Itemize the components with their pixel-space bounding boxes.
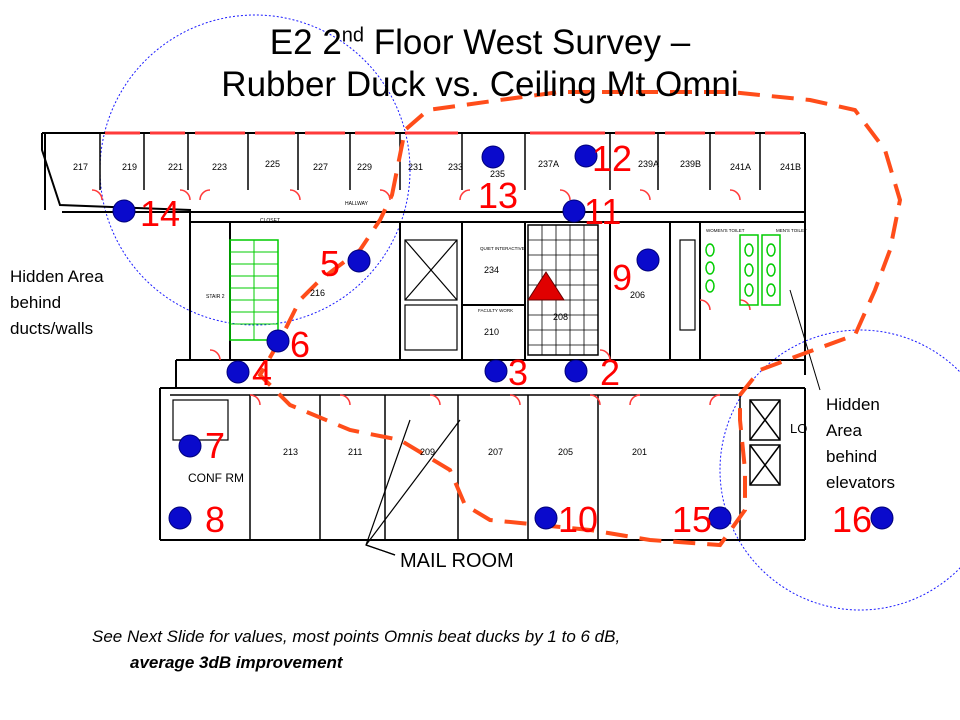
mail-room-label: MAIL ROOM xyxy=(400,550,514,572)
svg-text:219: 219 xyxy=(122,162,137,172)
survey-point-label-7: 7 xyxy=(205,425,226,466)
svg-text:WOMEN'S TOILET: WOMEN'S TOILET xyxy=(706,228,745,233)
svg-text:206: 206 xyxy=(630,290,645,300)
survey-point-marker-icon[interactable] xyxy=(226,360,250,384)
closets xyxy=(172,239,696,441)
svg-text:CONF RM: CONF RM xyxy=(188,471,244,485)
survey-point-marker-icon[interactable] xyxy=(564,359,588,383)
survey-point-label-2: 2 xyxy=(600,352,621,393)
survey-point-markers xyxy=(112,144,894,530)
survey-point-label-9: 9 xyxy=(612,257,633,298)
svg-text:241B: 241B xyxy=(780,162,801,172)
survey-point-label-15: 15 xyxy=(672,499,713,540)
svg-text:227: 227 xyxy=(313,162,328,172)
survey-point-label-8: 8 xyxy=(205,499,226,540)
svg-text:CLOSET: CLOSET xyxy=(260,218,280,224)
title-sup: nd xyxy=(341,24,365,46)
survey-point-marker-icon[interactable] xyxy=(266,329,290,353)
survey-point-label-12: 12 xyxy=(592,138,633,179)
note-line: Hidden Area xyxy=(10,267,104,286)
svg-text:210: 210 xyxy=(484,327,499,337)
svg-text:STAIR 2: STAIR 2 xyxy=(206,294,225,300)
svg-text:229: 229 xyxy=(357,162,372,172)
svg-text:221: 221 xyxy=(168,162,183,172)
note-line: ducts/walls xyxy=(10,319,94,338)
note-line: Hidden xyxy=(826,395,880,414)
svg-text:HALLWAY: HALLWAY xyxy=(345,201,369,207)
svg-text:207: 207 xyxy=(488,447,503,457)
survey-point-marker-icon[interactable] xyxy=(636,248,660,272)
svg-text:205: 205 xyxy=(558,447,573,457)
svg-text:LO: LO xyxy=(790,421,807,436)
survey-point-marker-icon[interactable] xyxy=(574,144,598,168)
survey-point-marker-icon[interactable] xyxy=(347,249,371,273)
svg-text:223: 223 xyxy=(212,162,227,172)
survey-point-marker-icon[interactable] xyxy=(562,199,586,223)
survey-point-marker-icon[interactable] xyxy=(534,506,558,530)
note-line: behind xyxy=(10,293,62,312)
survey-point-label-16: 16 xyxy=(832,499,873,540)
title-line2: Rubber Duck vs. Ceiling Mt Omni xyxy=(221,64,739,104)
svg-text:217: 217 xyxy=(73,162,88,172)
svg-text:239A: 239A xyxy=(638,159,659,169)
survey-point-label-13: 13 xyxy=(478,175,519,216)
survey-point-marker-icon[interactable] xyxy=(178,434,202,458)
access-point-triangle-icon xyxy=(527,271,565,301)
door-swings xyxy=(91,189,751,406)
elevator-note-leader xyxy=(789,289,821,391)
svg-text:213: 213 xyxy=(283,447,298,457)
survey-point-marker-icon[interactable] xyxy=(481,145,505,169)
footer-line2: average 3dB improvement xyxy=(130,653,343,672)
note-line: elevators xyxy=(826,473,895,492)
svg-text:209: 209 xyxy=(420,447,435,457)
svg-text:QUIET INTERACTIVE: QUIET INTERACTIVE xyxy=(480,246,525,251)
survey-point-marker-icon[interactable] xyxy=(168,506,192,530)
svg-text:237A: 237A xyxy=(538,159,559,169)
svg-text:FACULTY WORK: FACULTY WORK xyxy=(478,308,513,313)
title-prefix: E2 2 xyxy=(269,22,342,62)
svg-text:211: 211 xyxy=(348,447,362,457)
svg-text:MEN'S TOILET: MEN'S TOILET xyxy=(776,228,807,233)
title-line1: E2 2nd Floor West Survey – xyxy=(270,23,690,62)
footer-line1: See Next Slide for values, most points O… xyxy=(92,627,621,646)
page-title: E2 2nd Floor West Survey – Rubber Duck v… xyxy=(0,14,960,106)
note-line: behind xyxy=(826,447,878,466)
svg-text:201: 201 xyxy=(632,447,647,457)
mail-room-leaders xyxy=(365,419,461,556)
svg-text:241A: 241A xyxy=(730,162,751,172)
survey-point-marker-icon[interactable] xyxy=(112,199,136,223)
survey-point-label-3: 3 xyxy=(508,352,529,393)
survey-point-label-5: 5 xyxy=(320,243,341,284)
svg-text:208: 208 xyxy=(553,312,568,322)
toilet-fixtures xyxy=(705,234,781,306)
survey-point-marker-icon[interactable] xyxy=(708,506,732,530)
survey-point-label-4: 4 xyxy=(252,352,273,393)
svg-text:239B: 239B xyxy=(680,159,701,169)
note-line: Area xyxy=(826,421,862,440)
svg-text:231: 231 xyxy=(408,162,423,172)
survey-point-label-11: 11 xyxy=(584,191,622,232)
stairwell xyxy=(229,239,279,341)
room-labels: 217 219 221 223 225 227 229 231 233 235 … xyxy=(73,159,807,485)
hidden-area-note-right: Hidden Area behind elevators xyxy=(826,392,895,496)
survey-point-label-14: 14 xyxy=(140,193,181,234)
title-suffix: Floor West Survey – xyxy=(364,22,691,62)
elevators xyxy=(749,399,781,486)
survey-point-label-10: 10 xyxy=(558,499,599,540)
svg-text:225: 225 xyxy=(265,159,280,169)
svg-text:233: 233 xyxy=(448,162,463,172)
footer-note: See Next Slide for values, most points O… xyxy=(92,624,620,676)
hidden-area-note-left: Hidden Area behind ducts/walls xyxy=(10,264,104,342)
survey-point-label-6: 6 xyxy=(290,324,311,365)
hidden-area-circle-left xyxy=(99,14,411,326)
svg-text:234: 234 xyxy=(484,265,499,275)
svg-text:235: 235 xyxy=(490,169,505,179)
survey-point-marker-icon[interactable] xyxy=(870,506,894,530)
svg-text:216: 216 xyxy=(310,288,325,298)
survey-point-marker-icon[interactable] xyxy=(484,359,508,383)
survey-walk-path xyxy=(257,90,903,548)
